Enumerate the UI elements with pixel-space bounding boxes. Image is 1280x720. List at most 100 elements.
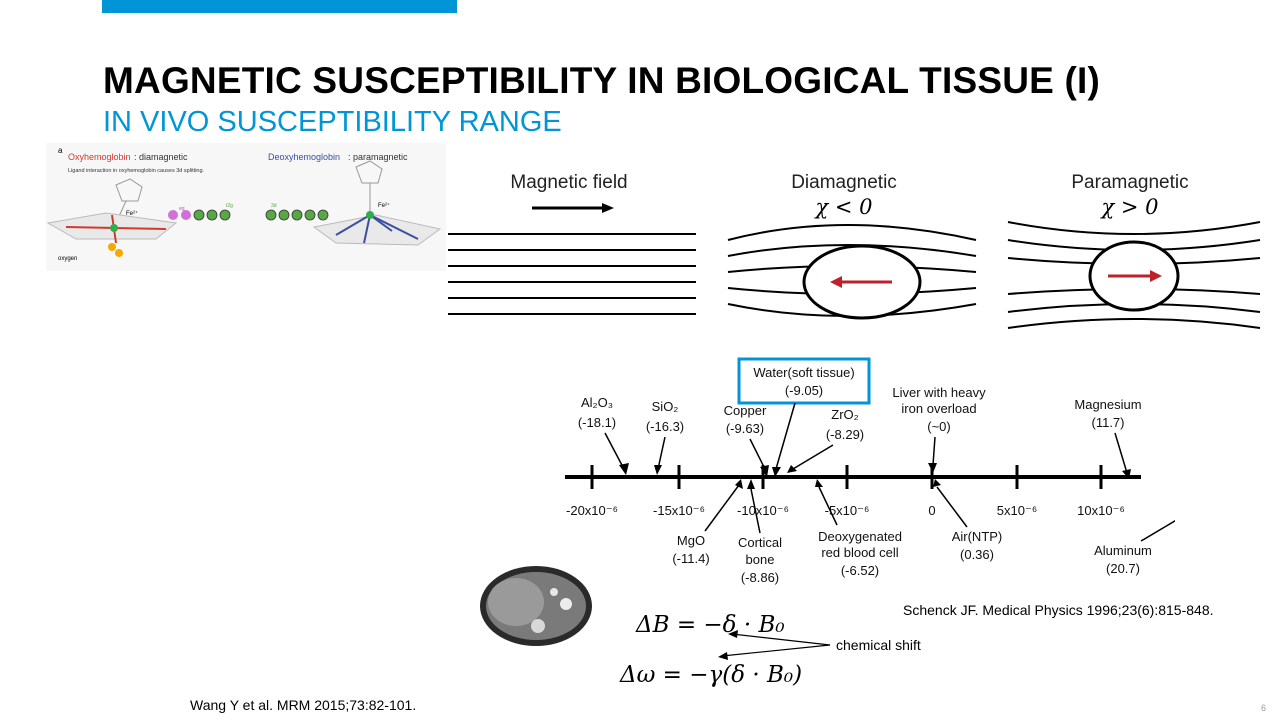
orbital-icon (265, 209, 277, 221)
tick-label: -10x10⁻⁶ (737, 503, 789, 518)
paramagnetic-equation: χ > 0 (1099, 195, 1158, 219)
value-sio2: (-16.3) (646, 419, 684, 434)
oxy-type: : diamagnetic (134, 152, 188, 162)
label-water: Water(soft tissue) (753, 365, 854, 380)
pointer-arrowheads (619, 463, 1131, 489)
tick-label: -5x10⁻⁶ (825, 503, 870, 518)
hemoglobin-figure: a Oxyhemoglobin : diamagnetic Ligand int… (46, 143, 446, 271)
label-air: Air(NTP) (952, 529, 1003, 544)
reference-wang: Wang Y et al. MRM 2015;73:82-101. (190, 697, 417, 713)
mri-image (476, 560, 596, 654)
magnetic-field-label: Magnetic field (510, 172, 627, 193)
diamagnetic-equation: χ < 0 (813, 195, 872, 219)
tick-label: 0 (928, 503, 935, 518)
arrowhead-icon (602, 203, 614, 213)
slide-subtitle: IN VIVO SUSCEPTIBILITY RANGE (103, 106, 562, 138)
label-deoxy-rbc-2: red blood cell (821, 545, 898, 560)
diamagnetic-label: Diamagnetic (791, 172, 897, 193)
label-mgo: MgO (677, 533, 705, 548)
label-zro2: ZrO₂ (831, 407, 858, 422)
equation-delta-b: ΔB = −δ · B₀ (635, 612, 785, 638)
oxy-note: Ligand interaction in oxyhemoglobin caus… (68, 168, 205, 174)
mri-liver (488, 578, 544, 626)
tick-label: 5x10⁻⁶ (997, 503, 1037, 518)
oxygen-label: oxygen (58, 256, 77, 262)
value-cortical: (-8.86) (741, 570, 779, 585)
ring-icon (355, 160, 383, 184)
orbital-icon (193, 209, 205, 221)
label-deoxy-rbc: Deoxygenated (818, 529, 902, 544)
pointer-line (721, 644, 831, 657)
ring-icon (115, 178, 143, 202)
arrowhead-icon (718, 652, 728, 660)
value-magnesium: (11.7) (1092, 415, 1125, 430)
label-liver-2: iron overload (901, 401, 976, 416)
deoxy-label: Deoxyhemoglobin (268, 152, 340, 162)
accent-bar (102, 0, 457, 13)
water-highlight-box (737, 357, 871, 405)
bond-line (335, 214, 371, 236)
value-mgo: (-11.4) (672, 551, 709, 566)
tick-label: -15x10⁻⁶ (653, 503, 705, 518)
t2g-label: t2g (226, 203, 233, 209)
oxygen-atom-icon (108, 243, 116, 251)
page-number: 6 (1260, 703, 1266, 713)
equation-delta-omega: Δω = −γ(δ · B₀) (619, 662, 802, 688)
value-air: (0.36) (960, 547, 994, 562)
panel-letter: a (58, 146, 63, 155)
value-aluminum: (20.7) (1106, 561, 1140, 576)
deoxy-type: : paramagnetic (348, 152, 408, 162)
label-sio2: SiO₂ (652, 399, 679, 414)
equations: ΔB = −δ · B₀ Δω = −γ(δ · B₀) chemical sh… (619, 612, 921, 688)
oxygen-atom-icon (115, 249, 123, 257)
field-diagram: Magnetic field Diamagnetic χ < 0 Paramag… (448, 172, 1261, 329)
orbital-icon (219, 209, 231, 221)
orbital-icon (181, 210, 191, 220)
arrowhead-icon (728, 630, 738, 638)
tick-label: 10x10⁻⁶ (1077, 503, 1125, 518)
label-aluminum: Aluminum (1094, 543, 1152, 558)
eg-label: eg (179, 206, 185, 212)
fe-label-deoxy: Fe²⁺ (378, 202, 390, 209)
value-copper: (-9.63) (726, 421, 764, 436)
d3-label: 3d (271, 203, 277, 209)
value-liver: (~0) (927, 419, 950, 434)
oxy-label: Oxyhemoglobin (68, 152, 131, 162)
mri-kidney (560, 598, 572, 610)
arrowhead-icon (830, 276, 842, 288)
iron-atom-icon (110, 224, 118, 232)
value-al2o3: (-18.1) (578, 415, 616, 430)
iron-atom-icon (366, 211, 374, 219)
arrowhead-icon (1150, 270, 1162, 282)
label-cortical: Cortical (738, 535, 782, 550)
reference-schenck: Schenck JF. Medical Physics 1996;23(6):8… (903, 602, 1214, 618)
mri-spine (531, 619, 545, 633)
value-water: (-9.05) (785, 383, 823, 398)
pointer-arrows (604, 402, 1175, 542)
label-magnesium: Magnesium (1074, 397, 1141, 412)
orbital-icon (317, 209, 329, 221)
slide-title: MAGNETIC SUSCEPTIBILITY IN BIOLOGICAL TI… (103, 60, 1101, 101)
label-liver: Liver with heavy (892, 385, 986, 400)
bond-line (363, 214, 371, 244)
fe-label: Fe²⁺ (126, 210, 138, 217)
tick-label: -20x10⁻⁶ (566, 503, 618, 518)
susceptibility-scale: -20x10⁻⁶ -15x10⁻⁶ -10x10⁻⁶ -5x10⁻⁶ 0 5x1… (565, 357, 1175, 585)
paramagnetic-label: Paramagnetic (1071, 172, 1188, 193)
bond-line (369, 214, 419, 240)
chemical-shift-label: chemical shift (836, 637, 921, 653)
value-zro2: (-8.29) (826, 427, 864, 442)
mri-vessel (550, 588, 558, 596)
pointer-line (731, 633, 831, 646)
scale-ticks (590, 465, 1103, 489)
label-al2o3: Al₂O₃ (581, 395, 613, 410)
orbital-icon (206, 209, 218, 221)
bond-line (369, 214, 393, 232)
orbital-icon (304, 209, 316, 221)
orbital-icon (291, 209, 303, 221)
uniform-field-lines (448, 233, 696, 315)
orbital-icon (278, 209, 290, 221)
orbital-icon (168, 210, 178, 220)
label-cortical-2: bone (746, 552, 775, 567)
label-copper: Copper (724, 403, 767, 418)
